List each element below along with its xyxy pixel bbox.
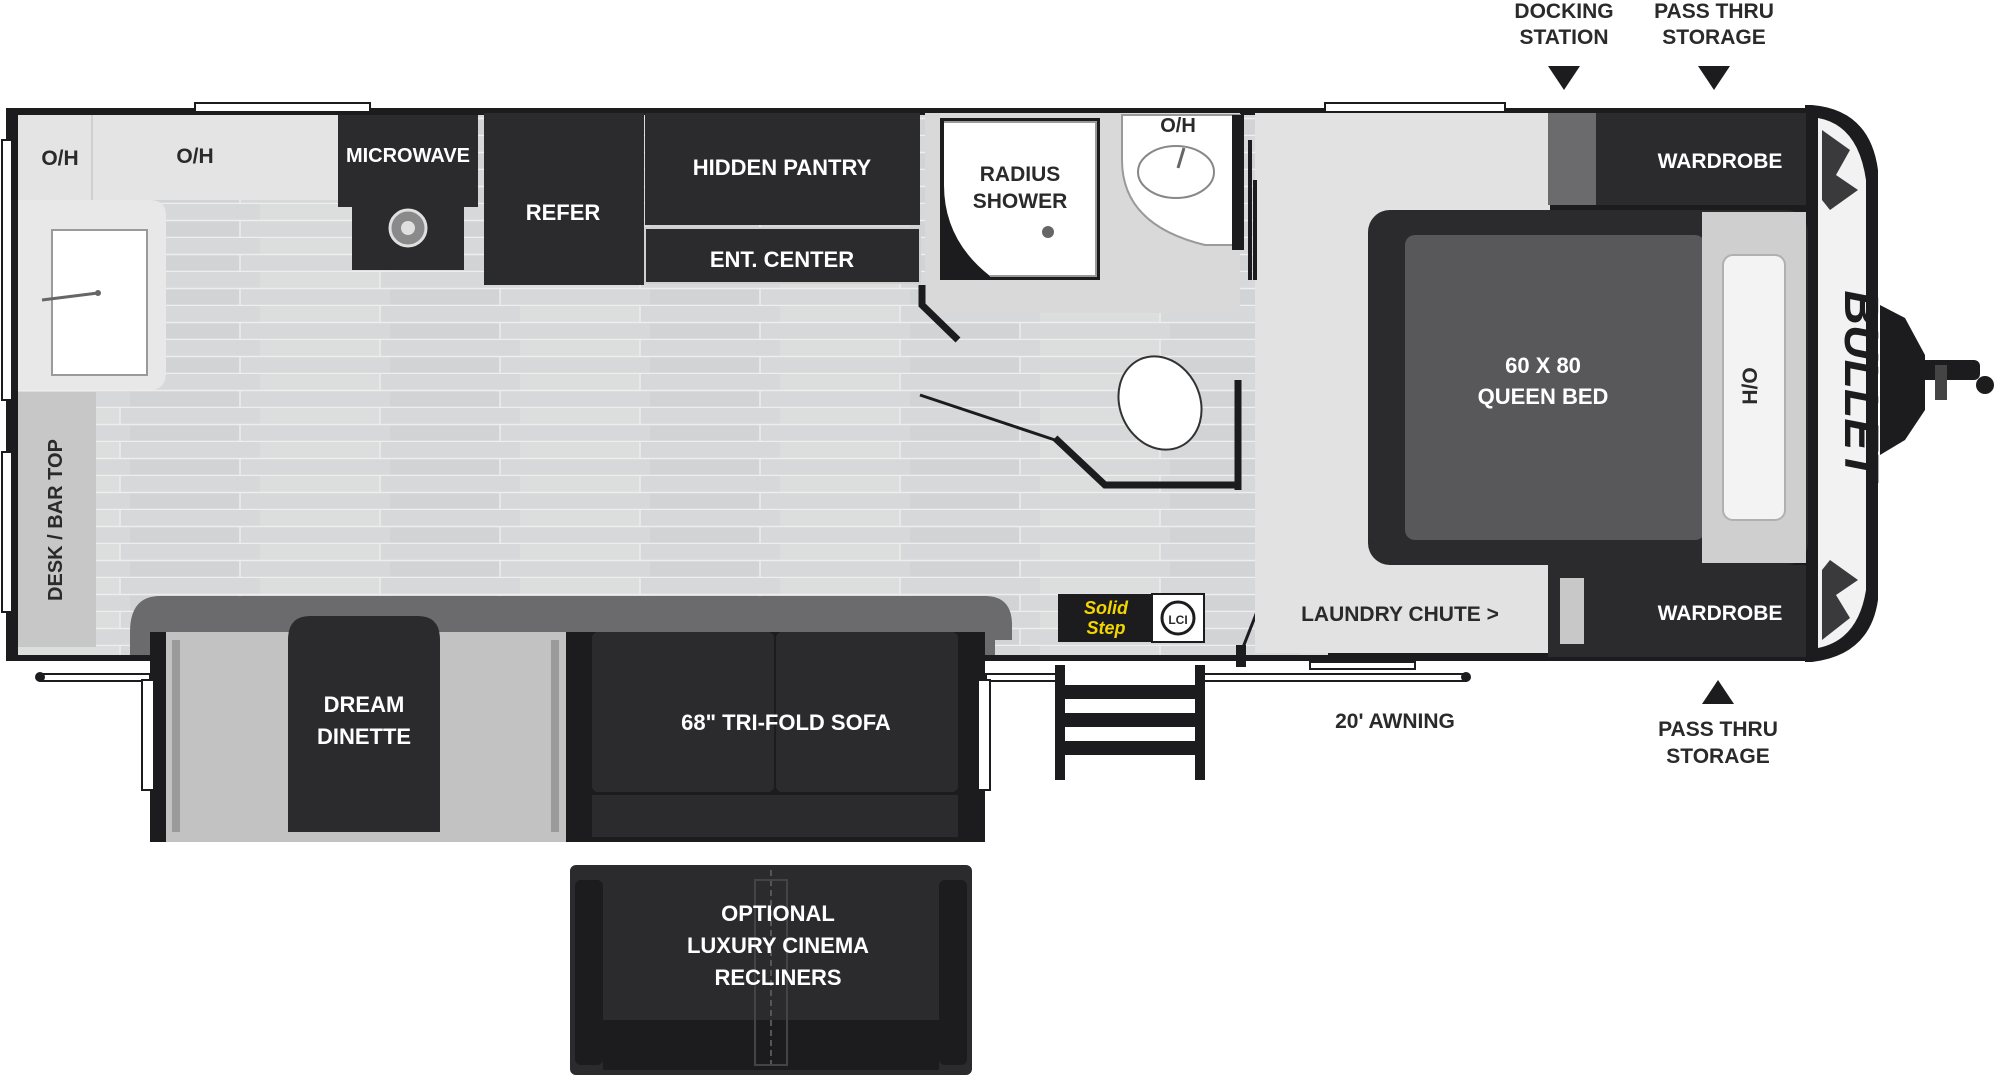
wardrobe-bottom-label: WARDROBE: [1658, 602, 1783, 625]
recliners-line1: OPTIONAL: [721, 901, 835, 926]
sofa-cushion: [592, 632, 774, 792]
bath-sink: [1137, 145, 1215, 199]
front-cap-graphic: [1822, 130, 1858, 210]
arrow-up-icon: [1702, 680, 1734, 704]
entry-steps[interactable]: [1055, 665, 1205, 780]
window-top: [1324, 102, 1506, 113]
wardrobe-top-label: WARDROBE: [1658, 150, 1783, 173]
lci-text: LCI: [1168, 613, 1187, 627]
awning: [35, 661, 1471, 791]
oh-bath-label: O/H: [1160, 115, 1196, 137]
window-top: [194, 102, 371, 113]
queen-bed-line1: 60 X 80: [1505, 353, 1581, 378]
docking-station-callout: DOCKING STATION: [1514, 0, 1614, 90]
desk-bar-top-label: DESK / BAR TOP: [45, 439, 67, 601]
dinette-line2: DINETTE: [317, 724, 411, 749]
radius-shower-line1: RADIUS: [980, 163, 1061, 186]
radius-shower-line2: SHOWER: [973, 190, 1068, 213]
dinette-table: [288, 616, 440, 832]
hidden-pantry: [645, 113, 920, 225]
shower-wall: [918, 285, 961, 343]
window-left-lower: [1, 451, 13, 613]
pillow: [1722, 254, 1786, 521]
wardrobe-bottom: [1596, 565, 1806, 657]
recliners-line3: RECLINERS: [714, 965, 841, 990]
oh-left-label: O/H: [41, 147, 78, 170]
oh-kitchen-label: O/H: [176, 145, 213, 168]
arrow-down-icon: [1548, 66, 1580, 90]
laundry-chute-label: LAUNDRY CHUTE >: [1301, 603, 1499, 626]
bath-door-swing: [919, 393, 1056, 442]
sofa-back: [592, 795, 958, 837]
solid-step-line2: Step: [1086, 618, 1125, 638]
pass-thru-top-line2: STORAGE: [1662, 26, 1765, 49]
refrigerator: [484, 113, 644, 285]
arrow-down-icon: [1698, 66, 1730, 90]
window-left-upper: [1, 139, 13, 401]
faucet-icon: [1176, 147, 1186, 169]
ho-label: H/O: [1739, 367, 1762, 404]
faucet-icon: [41, 291, 99, 302]
wardrobe-top-side: [1548, 113, 1596, 205]
solid-step-line1: Solid: [1084, 598, 1129, 618]
entry-door-jamb: [1236, 645, 1246, 667]
ent-center-label: ENT. CENTER: [710, 247, 854, 272]
optional-recliners: [570, 865, 972, 1075]
recliners-line2: LUXURY CINEMA: [687, 933, 869, 958]
queen-bed-line2: QUEEN BED: [1478, 384, 1609, 409]
desk-bar-top: [18, 392, 96, 647]
pass-thru-bottom-line2: STORAGE: [1666, 745, 1769, 768]
drain-icon: [1042, 226, 1054, 238]
pass-thru-top-line1: PASS THRU: [1654, 0, 1774, 23]
pass-thru-storage-top-callout: PASS THRU STORAGE: [1654, 0, 1774, 90]
wardrobe-top: [1596, 113, 1806, 205]
overhead-cabinet-left: [18, 115, 338, 200]
sofa-label: 68" TRI-FOLD SOFA: [681, 710, 891, 735]
docking-station-line1: DOCKING: [1514, 0, 1613, 23]
pass-thru-bottom-line1: PASS THRU: [1658, 718, 1778, 741]
microwave: [338, 115, 478, 207]
solid-step-logo: [1058, 594, 1152, 642]
front-cap-graphic: [1822, 560, 1858, 640]
bath-wall: [1052, 435, 1238, 489]
front-cap-panel: [1818, 118, 1866, 648]
radius-shower: [944, 122, 1096, 276]
refer-label: REFER: [526, 200, 601, 225]
queen-bed: [1405, 235, 1705, 540]
pass-thru-storage-bottom-callout: PASS THRU STORAGE: [1658, 680, 1778, 768]
sofa-cushion: [776, 632, 958, 792]
hitch: [1880, 305, 1994, 455]
hidden-pantry-label: HIDDEN PANTRY: [693, 155, 872, 180]
entertainment-center: [644, 227, 921, 284]
docking-station-line2: STATION: [1519, 26, 1608, 49]
awning-label: 20' AWNING: [1335, 710, 1455, 733]
bullet-logo: BULLET: [1834, 290, 1887, 483]
toilet: [1117, 355, 1203, 451]
dinette-line1: DREAM: [324, 692, 405, 717]
kitchen-sink: [51, 229, 148, 376]
microwave-label: MICROWAVE: [346, 145, 470, 167]
